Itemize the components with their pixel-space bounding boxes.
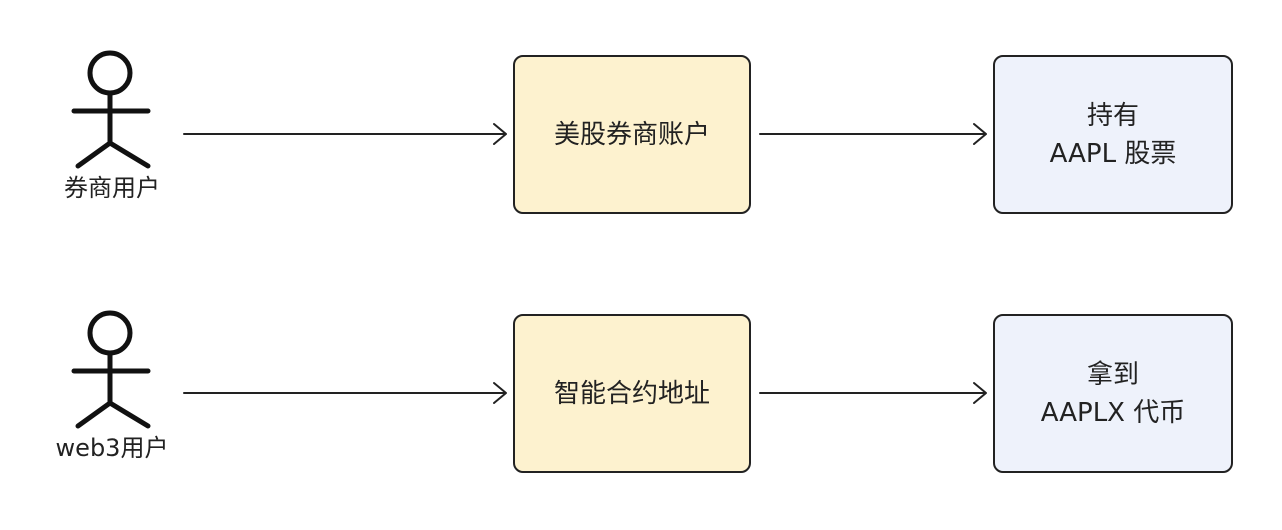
actor-label: 券商用户: [64, 174, 160, 202]
box-label-line1: 持有: [1086, 100, 1139, 131]
box-label: 智能合约地址: [553, 378, 710, 409]
aaplx-token-box: 拿到 AAPLX 代币: [993, 314, 1233, 473]
person-icon: [71, 50, 151, 169]
box-label-line2: AAPLX 代币: [1040, 397, 1186, 428]
box-label-line2: AAPL 股票: [1049, 138, 1177, 169]
actor-label: web3用户: [55, 434, 169, 462]
arrowhead-account-to-result-row2: [973, 382, 987, 404]
aapl-stock-box: 持有 AAPL 股票: [993, 55, 1233, 214]
smart-contract-box: 智能合约地址: [513, 314, 751, 473]
arrowhead-account-to-result-row1: [973, 123, 987, 145]
box-label: 美股券商账户: [553, 119, 710, 150]
person-icon: [71, 310, 151, 429]
arrowhead-user-to-account-row1: [493, 123, 507, 145]
box-label-line1: 拿到: [1086, 359, 1139, 390]
broker-account-box: 美股券商账户: [513, 55, 751, 214]
arrowhead-user-to-account-row2: [493, 382, 507, 404]
